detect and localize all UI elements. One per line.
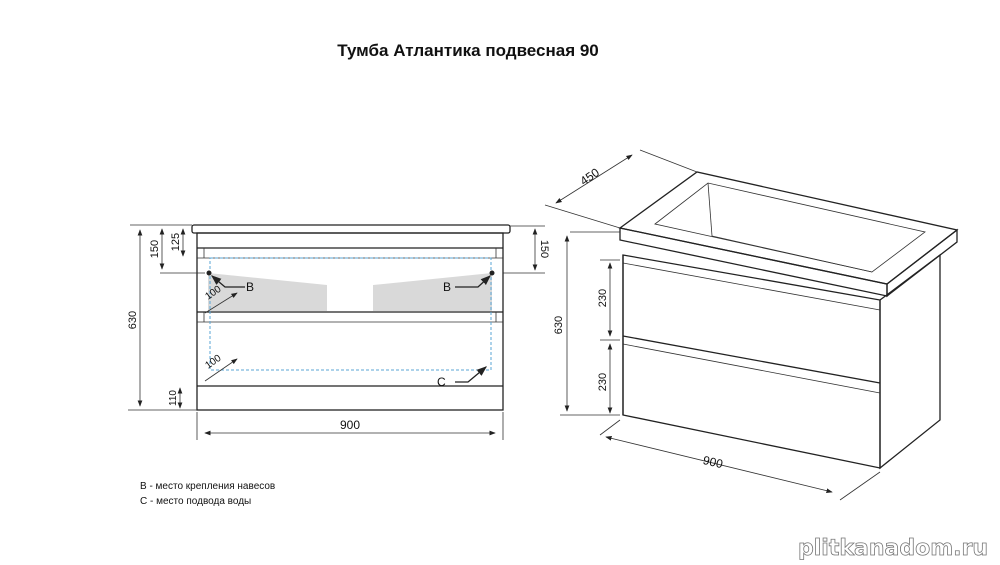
watermark: plitkanadom.ru bbox=[798, 536, 988, 561]
water-supply-zone bbox=[209, 257, 492, 371]
iso-dim-630: 630 bbox=[553, 316, 565, 334]
iso-view: 630 230 230 900 450 bbox=[544, 149, 959, 501]
iso-dim-230-lower: 230 bbox=[597, 373, 609, 391]
dim-125: 125 bbox=[170, 233, 182, 251]
basin-bowl bbox=[654, 182, 926, 273]
dim-110: 110 bbox=[168, 390, 179, 406]
iso-dim-450: 450 bbox=[577, 165, 602, 188]
dim-150: 150 bbox=[149, 240, 161, 258]
dim-height-630: 630 bbox=[127, 311, 139, 329]
label-b-right: B bbox=[443, 280, 451, 294]
label-c: C bbox=[437, 375, 446, 389]
dim-width-900: 900 bbox=[340, 418, 360, 432]
front-view: B B C 100 100 630 150 125 110 900 150 bbox=[127, 224, 550, 440]
mount-point-left bbox=[206, 270, 212, 276]
countertop bbox=[191, 224, 511, 234]
legend: B - место крепления навесов C - место по… bbox=[140, 481, 275, 507]
label-b-left: B bbox=[246, 280, 254, 294]
cabinet-body bbox=[196, 232, 504, 411]
offset-lower: 100 bbox=[203, 353, 223, 372]
mount-zone-right bbox=[373, 273, 492, 311]
iso-dim-230-upper: 230 bbox=[597, 289, 609, 307]
legend-c: C - место подвода воды bbox=[140, 496, 251, 507]
drawing-title: Тумба Атлантика подвесная 90 bbox=[337, 41, 599, 60]
dim-right-150: 150 bbox=[538, 240, 550, 258]
mount-point-right bbox=[489, 270, 495, 276]
iso-dim-900: 900 bbox=[702, 453, 725, 471]
legend-b: B - место крепления навесов bbox=[140, 481, 275, 492]
mount-zone-left bbox=[208, 273, 327, 311]
